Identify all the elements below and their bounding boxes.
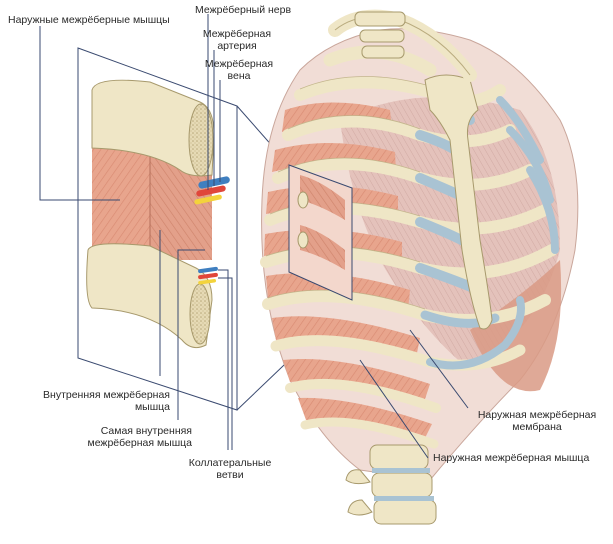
nerve-fiber <box>194 194 222 205</box>
thorax-window <box>288 164 353 301</box>
label-internal-intercostal-muscle: Внутренняя межрёберная мышца <box>43 389 170 413</box>
rib-9 <box>285 378 441 413</box>
vertebral-column-top <box>354 11 406 59</box>
inset-internal-muscle <box>150 150 212 260</box>
label-external-intercostal-muscle: Наружная межрёберная мышца <box>433 452 590 464</box>
leader-external-muscle <box>359 359 429 459</box>
leader-external-muscles <box>39 26 120 201</box>
leader-collateral <box>218 269 229 450</box>
label-innermost-intercostal-muscle: Самая внутренняя межрёберная мышца <box>87 425 192 449</box>
thorax <box>260 9 579 525</box>
inset-lower-rib <box>86 243 213 349</box>
rib-8 <box>270 335 526 371</box>
leader-lines <box>39 14 469 459</box>
label-external-intercostal-membrane: Наружная межрёберная мембрана <box>477 409 597 433</box>
inset-lower-rib-section <box>189 283 211 345</box>
rib-10 <box>300 417 439 449</box>
label-intercostal-vein: Межрёберная вена <box>204 58 274 82</box>
inset-rib-segment <box>86 79 230 349</box>
label-collateral-branches: Коллатеральные ветви <box>188 457 272 481</box>
sternum <box>424 74 493 330</box>
artery-vessel <box>196 185 226 197</box>
leader-external-membrane <box>409 329 469 409</box>
leader-innermost-muscle <box>177 249 205 420</box>
label-intercostal-nerve: Межрёберный нерв <box>195 4 292 16</box>
inset-upper-rib <box>91 79 215 177</box>
label-external-intercostal-muscles: Наружные межрёберные мышцы <box>8 14 170 26</box>
label-intercostal-artery: Межрёберная артерия <box>202 28 272 52</box>
lumbar-vertebrae <box>345 444 437 525</box>
collateral-branches-vessels <box>198 266 218 285</box>
inset-upper-rib-section <box>188 103 214 177</box>
